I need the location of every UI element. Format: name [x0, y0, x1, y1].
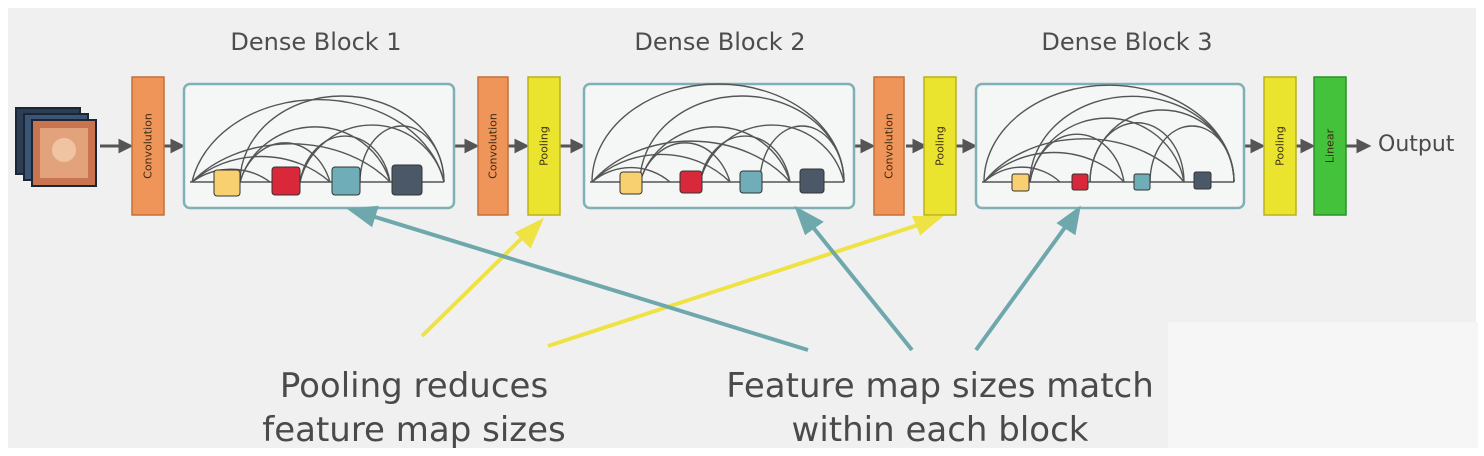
feature-annotation-arrows	[346, 205, 1081, 352]
convolution-label-3: Convolution	[882, 113, 896, 179]
pooling-label-3: Pooling	[1273, 126, 1287, 166]
linear-label: Linear	[1323, 128, 1337, 164]
dense-block-3-title: Dense Block 3	[1041, 28, 1213, 56]
feature-caption: Feature map sizes match within each bloc…	[726, 364, 1154, 452]
convolution-layer-2	[477, 76, 509, 216]
dense-block-3-box	[974, 82, 1246, 210]
dense-block-2-connections	[590, 83, 845, 183]
pooling-layer-1	[527, 76, 561, 216]
pooling-label-2: Pooling	[933, 126, 947, 166]
output-label: Output	[1378, 132, 1455, 157]
dense-block-1-title: Dense Block 1	[230, 28, 402, 56]
feature-caption-line-2: within each block	[791, 410, 1089, 450]
convolution-layer-3	[873, 76, 905, 216]
pooling-layer-3	[1263, 76, 1297, 216]
dense-block-2-title: Dense Block 2	[634, 28, 806, 56]
feature-caption-line-1: Feature map sizes match	[726, 366, 1154, 406]
pooling-layer-2	[923, 76, 957, 216]
dense-block-2-cubes	[619, 168, 825, 195]
convolution-label-1: Convolution	[141, 113, 155, 179]
convolution-layer-1	[131, 76, 165, 216]
pooling-caption: Pooling reduces feature map sizes	[262, 364, 566, 452]
dense-block-3-cubes	[1011, 171, 1212, 192]
pooling-caption-line-2: feature map sizes	[262, 410, 566, 450]
dense-block-3-connections	[982, 84, 1235, 183]
pooling-caption-line-1: Pooling reduces	[279, 366, 549, 406]
dense-block-1-connections	[190, 95, 445, 183]
convolution-label-2: Convolution	[486, 113, 500, 179]
main-flow-arrows	[100, 138, 1372, 154]
input-image-stack-icon	[15, 107, 97, 187]
dense-block-1-cubes	[213, 164, 423, 197]
pooling-annotation-arrows	[420, 216, 944, 348]
pooling-label-1: Pooling	[537, 126, 551, 166]
linear-layer	[1313, 76, 1347, 216]
